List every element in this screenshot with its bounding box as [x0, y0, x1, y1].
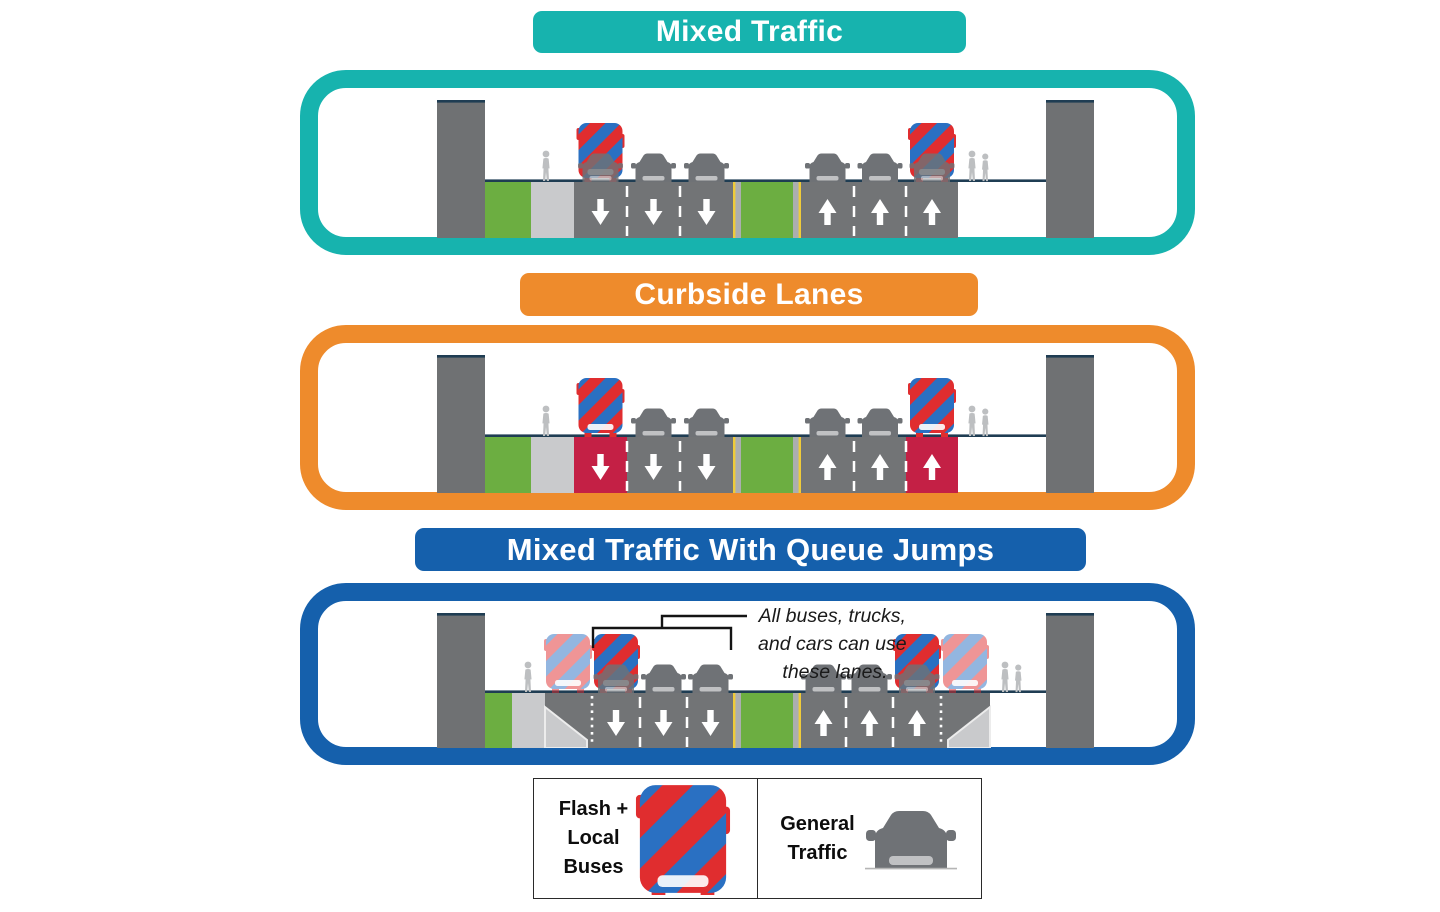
- queue-jump-taper-left: [544, 704, 588, 748]
- car-icon: [857, 153, 903, 182]
- car-icon: [684, 408, 729, 437]
- panel-mixed-traffic: [300, 70, 1195, 255]
- building-left: [437, 355, 485, 493]
- panel-queue-jumps: All buses, trucks, and cars can use thes…: [300, 583, 1195, 765]
- section-title-text: Curbside Lanes: [634, 277, 864, 311]
- pedestrian-icon: [524, 661, 532, 693]
- building-left: [437, 613, 485, 748]
- section-title-curbside-lanes: Curbside Lanes: [520, 273, 978, 316]
- pedestrian-icon: [1015, 664, 1022, 693]
- flash-local-bus-icon: [636, 784, 731, 895]
- sidewalk-left: [531, 437, 574, 493]
- section-title-text: Mixed Traffic With Queue Jumps: [506, 531, 995, 567]
- building-right: [1046, 355, 1094, 493]
- building-left: [437, 100, 485, 238]
- curbside-lanes-cross-section: [437, 355, 1094, 493]
- median: [733, 693, 801, 748]
- ground-edge-line: [485, 179, 1046, 182]
- pedestrian-icon: [982, 408, 989, 437]
- median: [733, 182, 801, 238]
- legend-label: Flash + Local Buses: [558, 798, 629, 878]
- car-icon: [641, 664, 686, 693]
- faded-bus-icon: [544, 634, 592, 693]
- striped-bus-icon: [576, 378, 625, 437]
- faded-bus-icon: [941, 634, 989, 693]
- planting-strip-left: [485, 182, 531, 238]
- annotation-bracket: [591, 614, 747, 650]
- building-right: [1046, 100, 1094, 238]
- pedestrian-icon: [982, 153, 989, 182]
- pedestrian-icon: [542, 150, 550, 182]
- car-icon: [631, 408, 676, 437]
- ground-edge-line: [485, 434, 1046, 437]
- legend: Flash + Local Buses General Traffic: [533, 778, 982, 899]
- section-title-text: Mixed Traffic: [655, 15, 844, 48]
- car-icon: [805, 408, 850, 437]
- annotation-text: All buses, trucks, and cars can use thes…: [758, 605, 912, 683]
- median: [733, 437, 801, 493]
- car-icon: [857, 408, 903, 437]
- section-title-queue-jumps: Mixed Traffic With Queue Jumps: [415, 528, 1086, 571]
- car-icon: [688, 664, 733, 693]
- legend-item-flash-local-buses: Flash + Local Buses: [534, 779, 758, 898]
- building-right: [1046, 613, 1094, 748]
- car-icon: [684, 153, 729, 182]
- pedestrian-icon: [968, 150, 976, 182]
- pedestrian-icon: [542, 405, 550, 437]
- ground-edge-line: [485, 690, 1046, 693]
- legend-label: General Traffic: [780, 812, 855, 864]
- car-icon: [805, 153, 850, 182]
- general-traffic-car-icon: [864, 810, 957, 869]
- pedestrian-icon: [1001, 661, 1009, 693]
- queue-jumps-cross-section: All buses, trucks, and cars can use thes…: [437, 605, 1094, 748]
- pedestrian-icon: [968, 405, 976, 437]
- mixed-traffic-cross-section: [437, 100, 1094, 238]
- queue-jump-taper-right: [947, 704, 991, 748]
- striped-bus-icon: [908, 378, 956, 437]
- car-icon: [631, 153, 676, 182]
- sidewalk-left: [512, 693, 545, 748]
- sidewalk-left: [531, 182, 574, 238]
- planting-strip-left: [485, 693, 512, 748]
- legend-item-general-traffic: General Traffic: [758, 779, 979, 898]
- planting-strip-left: [485, 437, 531, 493]
- section-title-mixed-traffic: Mixed Traffic: [533, 11, 966, 53]
- panel-curbside-lanes: [300, 325, 1195, 510]
